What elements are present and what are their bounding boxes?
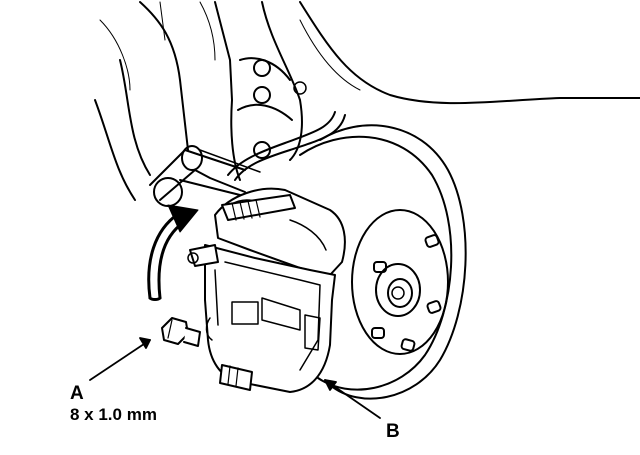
callout-b-letter: B (386, 421, 400, 442)
brake-disc (299, 124, 467, 400)
brake-hose (227, 111, 346, 181)
brake-caliper (187, 187, 346, 393)
leader-lines (89, 337, 381, 419)
callout-a-letter: A (70, 383, 84, 404)
bolt-a-part (161, 317, 201, 347)
chassis-outline (94, 1, 640, 201)
rotation-arrow (147, 204, 199, 301)
callout-a-spec: 8 x 1.0 mm (70, 405, 157, 424)
